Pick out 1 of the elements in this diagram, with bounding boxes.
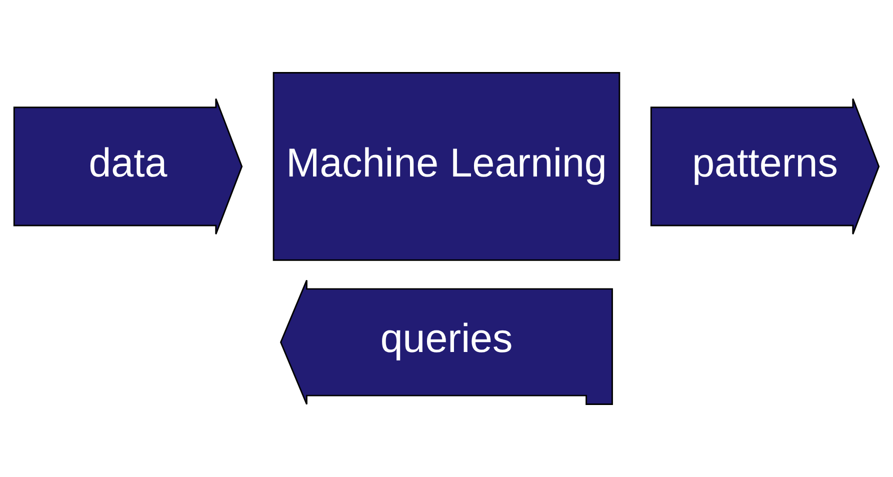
node-box: Machine Learning bbox=[272, 72, 620, 261]
